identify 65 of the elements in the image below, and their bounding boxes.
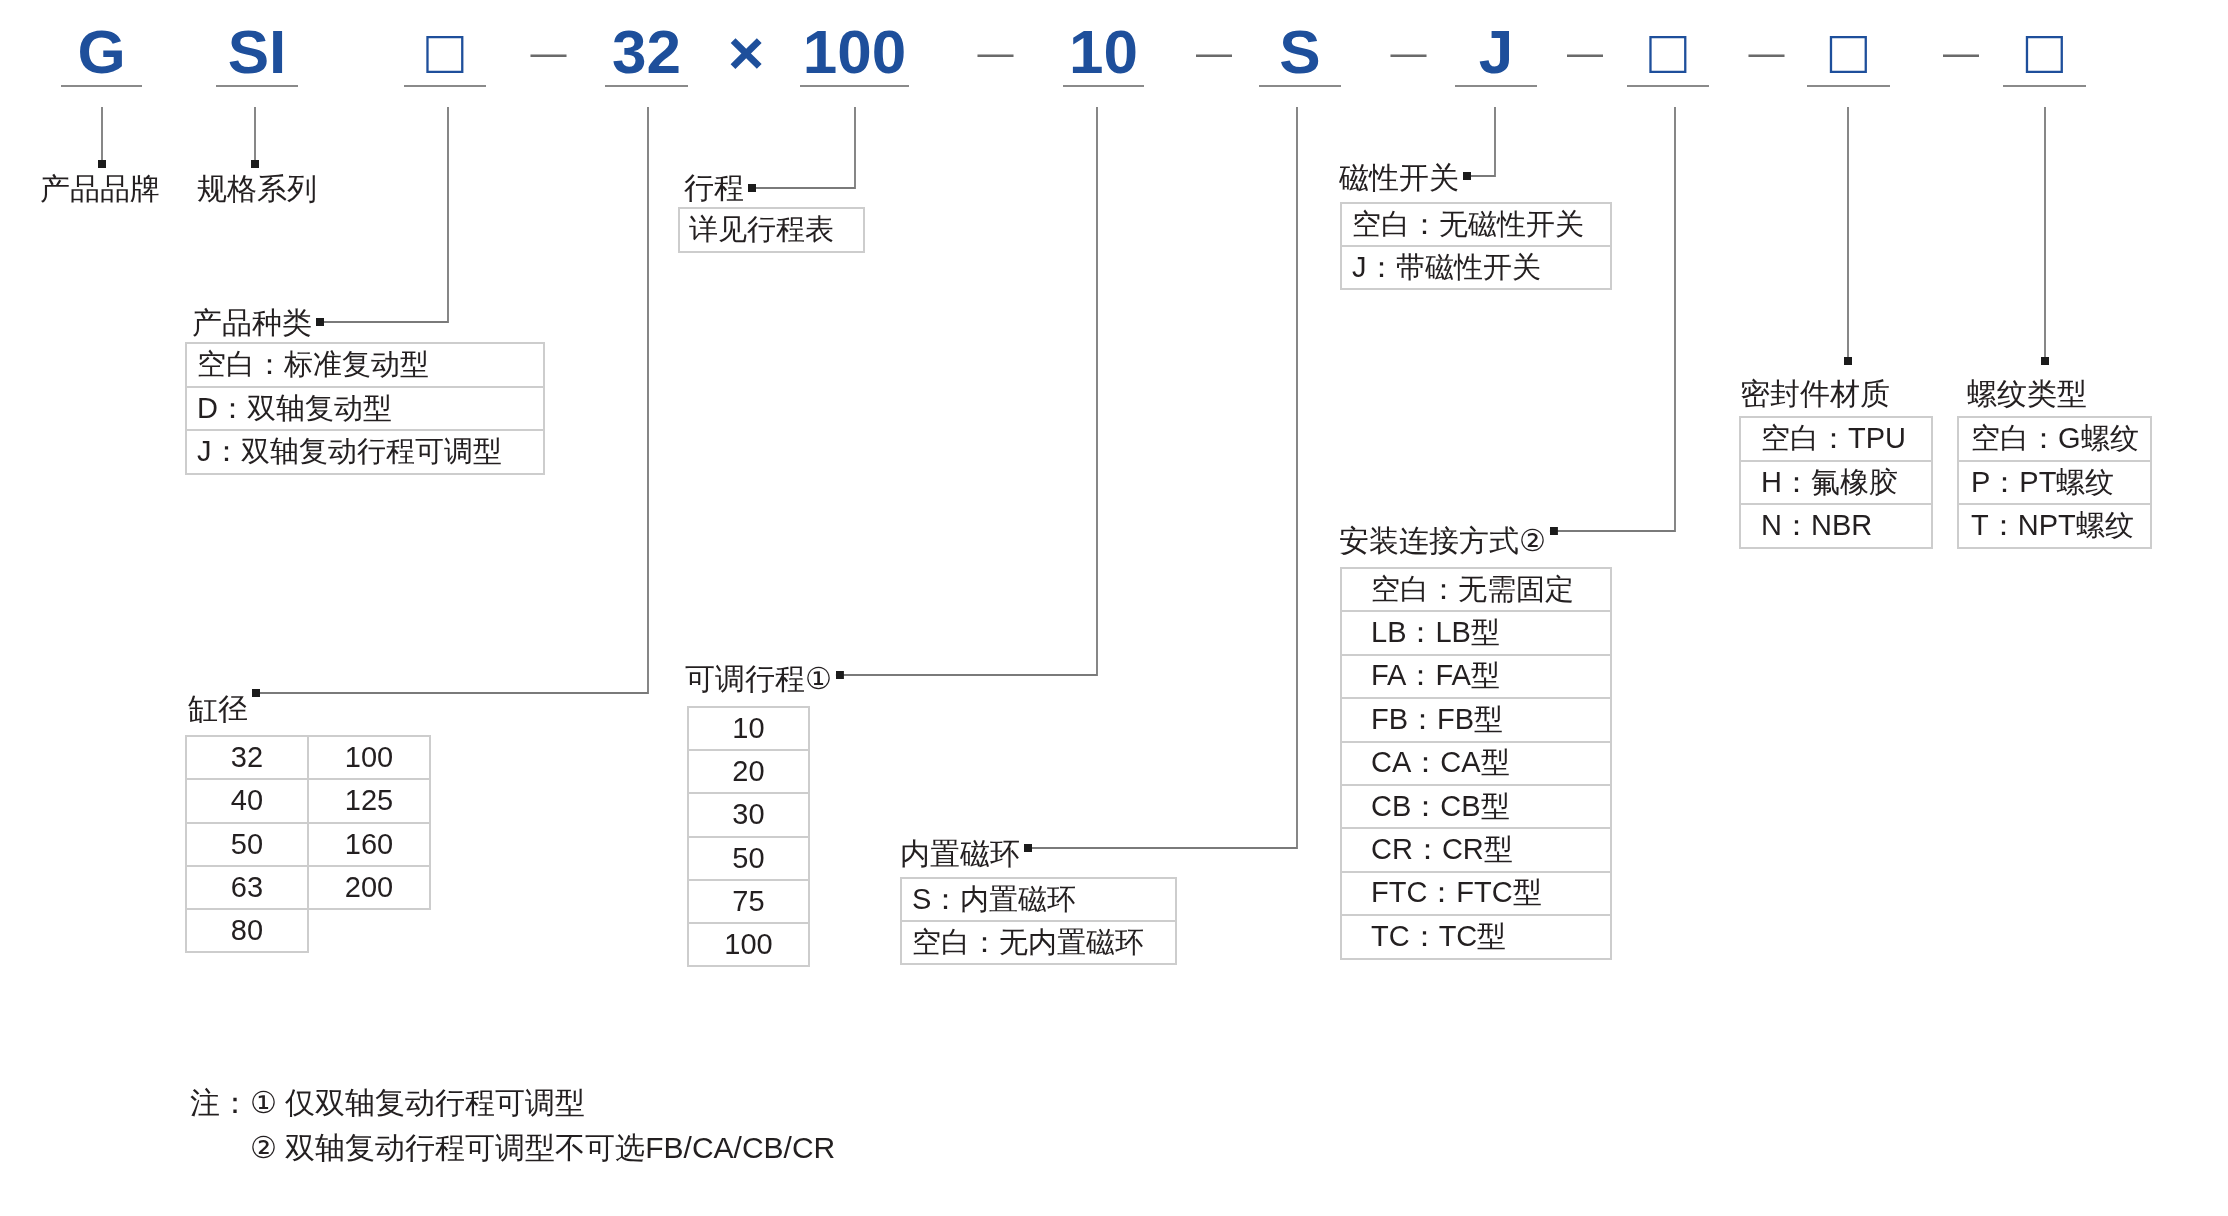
option-cell: 空白：无磁性开关 bbox=[1340, 202, 1612, 247]
option-cell: CB：CB型 bbox=[1340, 784, 1612, 830]
category-label: 产品种类 bbox=[192, 302, 316, 344]
option-cell: 30 bbox=[687, 792, 810, 838]
option-cell: S：内置磁环 bbox=[900, 877, 1177, 922]
option-cell: LB：LB型 bbox=[1340, 610, 1612, 656]
option-cell: 空白：无需固定 bbox=[1340, 567, 1612, 613]
option-cell: 100 bbox=[687, 922, 810, 968]
option-cell: 200 bbox=[307, 864, 431, 911]
leader-line bbox=[835, 106, 1098, 679]
category-label: 内置磁环 bbox=[900, 833, 1024, 875]
separator-dash: — bbox=[977, 35, 1014, 71]
separator-dash: — bbox=[1196, 35, 1232, 71]
option-cell: J：双轴复动行程可调型 bbox=[185, 429, 545, 476]
option-cell: FB：FB型 bbox=[1340, 697, 1612, 743]
leader-line bbox=[251, 106, 259, 169]
leader-line bbox=[1462, 106, 1496, 180]
option-cell: 详见行程表 bbox=[678, 207, 865, 253]
category-label: 产品品牌 bbox=[40, 168, 164, 210]
leader-line bbox=[1844, 106, 1852, 366]
option-cell: 空白：G螺纹 bbox=[1957, 416, 2152, 462]
option-cell: FTC：FTC型 bbox=[1340, 870, 1612, 917]
option-cell: 50 bbox=[687, 835, 810, 881]
category-label: 螺纹类型 bbox=[1967, 365, 2091, 415]
separator-dash: — bbox=[530, 35, 567, 71]
category-label: 行程 bbox=[684, 167, 748, 209]
category-label: 密封件材质 bbox=[1740, 365, 1894, 415]
leader-line bbox=[2041, 106, 2049, 366]
option-cell: 75 bbox=[687, 878, 810, 924]
leader-line bbox=[747, 106, 856, 192]
category-label: 规格系列 bbox=[197, 168, 321, 210]
option-cell: 空白：TPU bbox=[1739, 416, 1933, 462]
option-cell: H：氟橡胶 bbox=[1739, 459, 1933, 506]
option-cell: 10 bbox=[687, 706, 810, 752]
multiply-sign: × bbox=[727, 22, 765, 84]
separator-dash: — bbox=[1748, 35, 1785, 71]
separator-dash: — bbox=[1390, 35, 1427, 71]
leader-line bbox=[315, 106, 449, 326]
option-cell: N：NBR bbox=[1739, 503, 1933, 550]
option-cell: J：带磁性开关 bbox=[1340, 245, 1612, 290]
leader-line bbox=[251, 106, 649, 697]
category-label: 安装连接方式② bbox=[1339, 520, 1550, 562]
footnote-text: ② 双轴复动行程可调型不可选FB/CA/CB/CR bbox=[250, 1130, 836, 1166]
footnote-text: 注：① 仅双轴复动行程可调型 bbox=[190, 1085, 586, 1121]
leader-line bbox=[1549, 106, 1676, 535]
separator-dash: — bbox=[1943, 35, 1979, 71]
leader-line bbox=[98, 106, 106, 169]
option-cell: CA：CA型 bbox=[1340, 740, 1612, 786]
category-label: 缸径 bbox=[188, 688, 252, 730]
option-cell: TC：TC型 bbox=[1340, 914, 1612, 960]
option-cell: 20 bbox=[687, 749, 810, 795]
category-label: 可调行程① bbox=[685, 658, 836, 700]
category-label: 磁性开关 bbox=[1339, 157, 1463, 199]
separator-dash: — bbox=[1567, 35, 1603, 71]
leader-line bbox=[1023, 106, 1298, 852]
option-cell: P：PT螺纹 bbox=[1957, 459, 2152, 506]
option-cell: D：双轴复动型 bbox=[185, 385, 545, 432]
option-cell: 80 bbox=[185, 908, 309, 954]
option-cell: 空白：无内置磁环 bbox=[900, 920, 1177, 965]
option-cell: 空白：标准复动型 bbox=[185, 342, 545, 388]
option-cell: 32 bbox=[185, 735, 309, 781]
option-cell: CR：CR型 bbox=[1340, 827, 1612, 873]
option-cell: T：NPT螺纹 bbox=[1957, 503, 2152, 550]
option-cell: 100 bbox=[307, 735, 431, 781]
option-cell: FA：FA型 bbox=[1340, 653, 1612, 700]
